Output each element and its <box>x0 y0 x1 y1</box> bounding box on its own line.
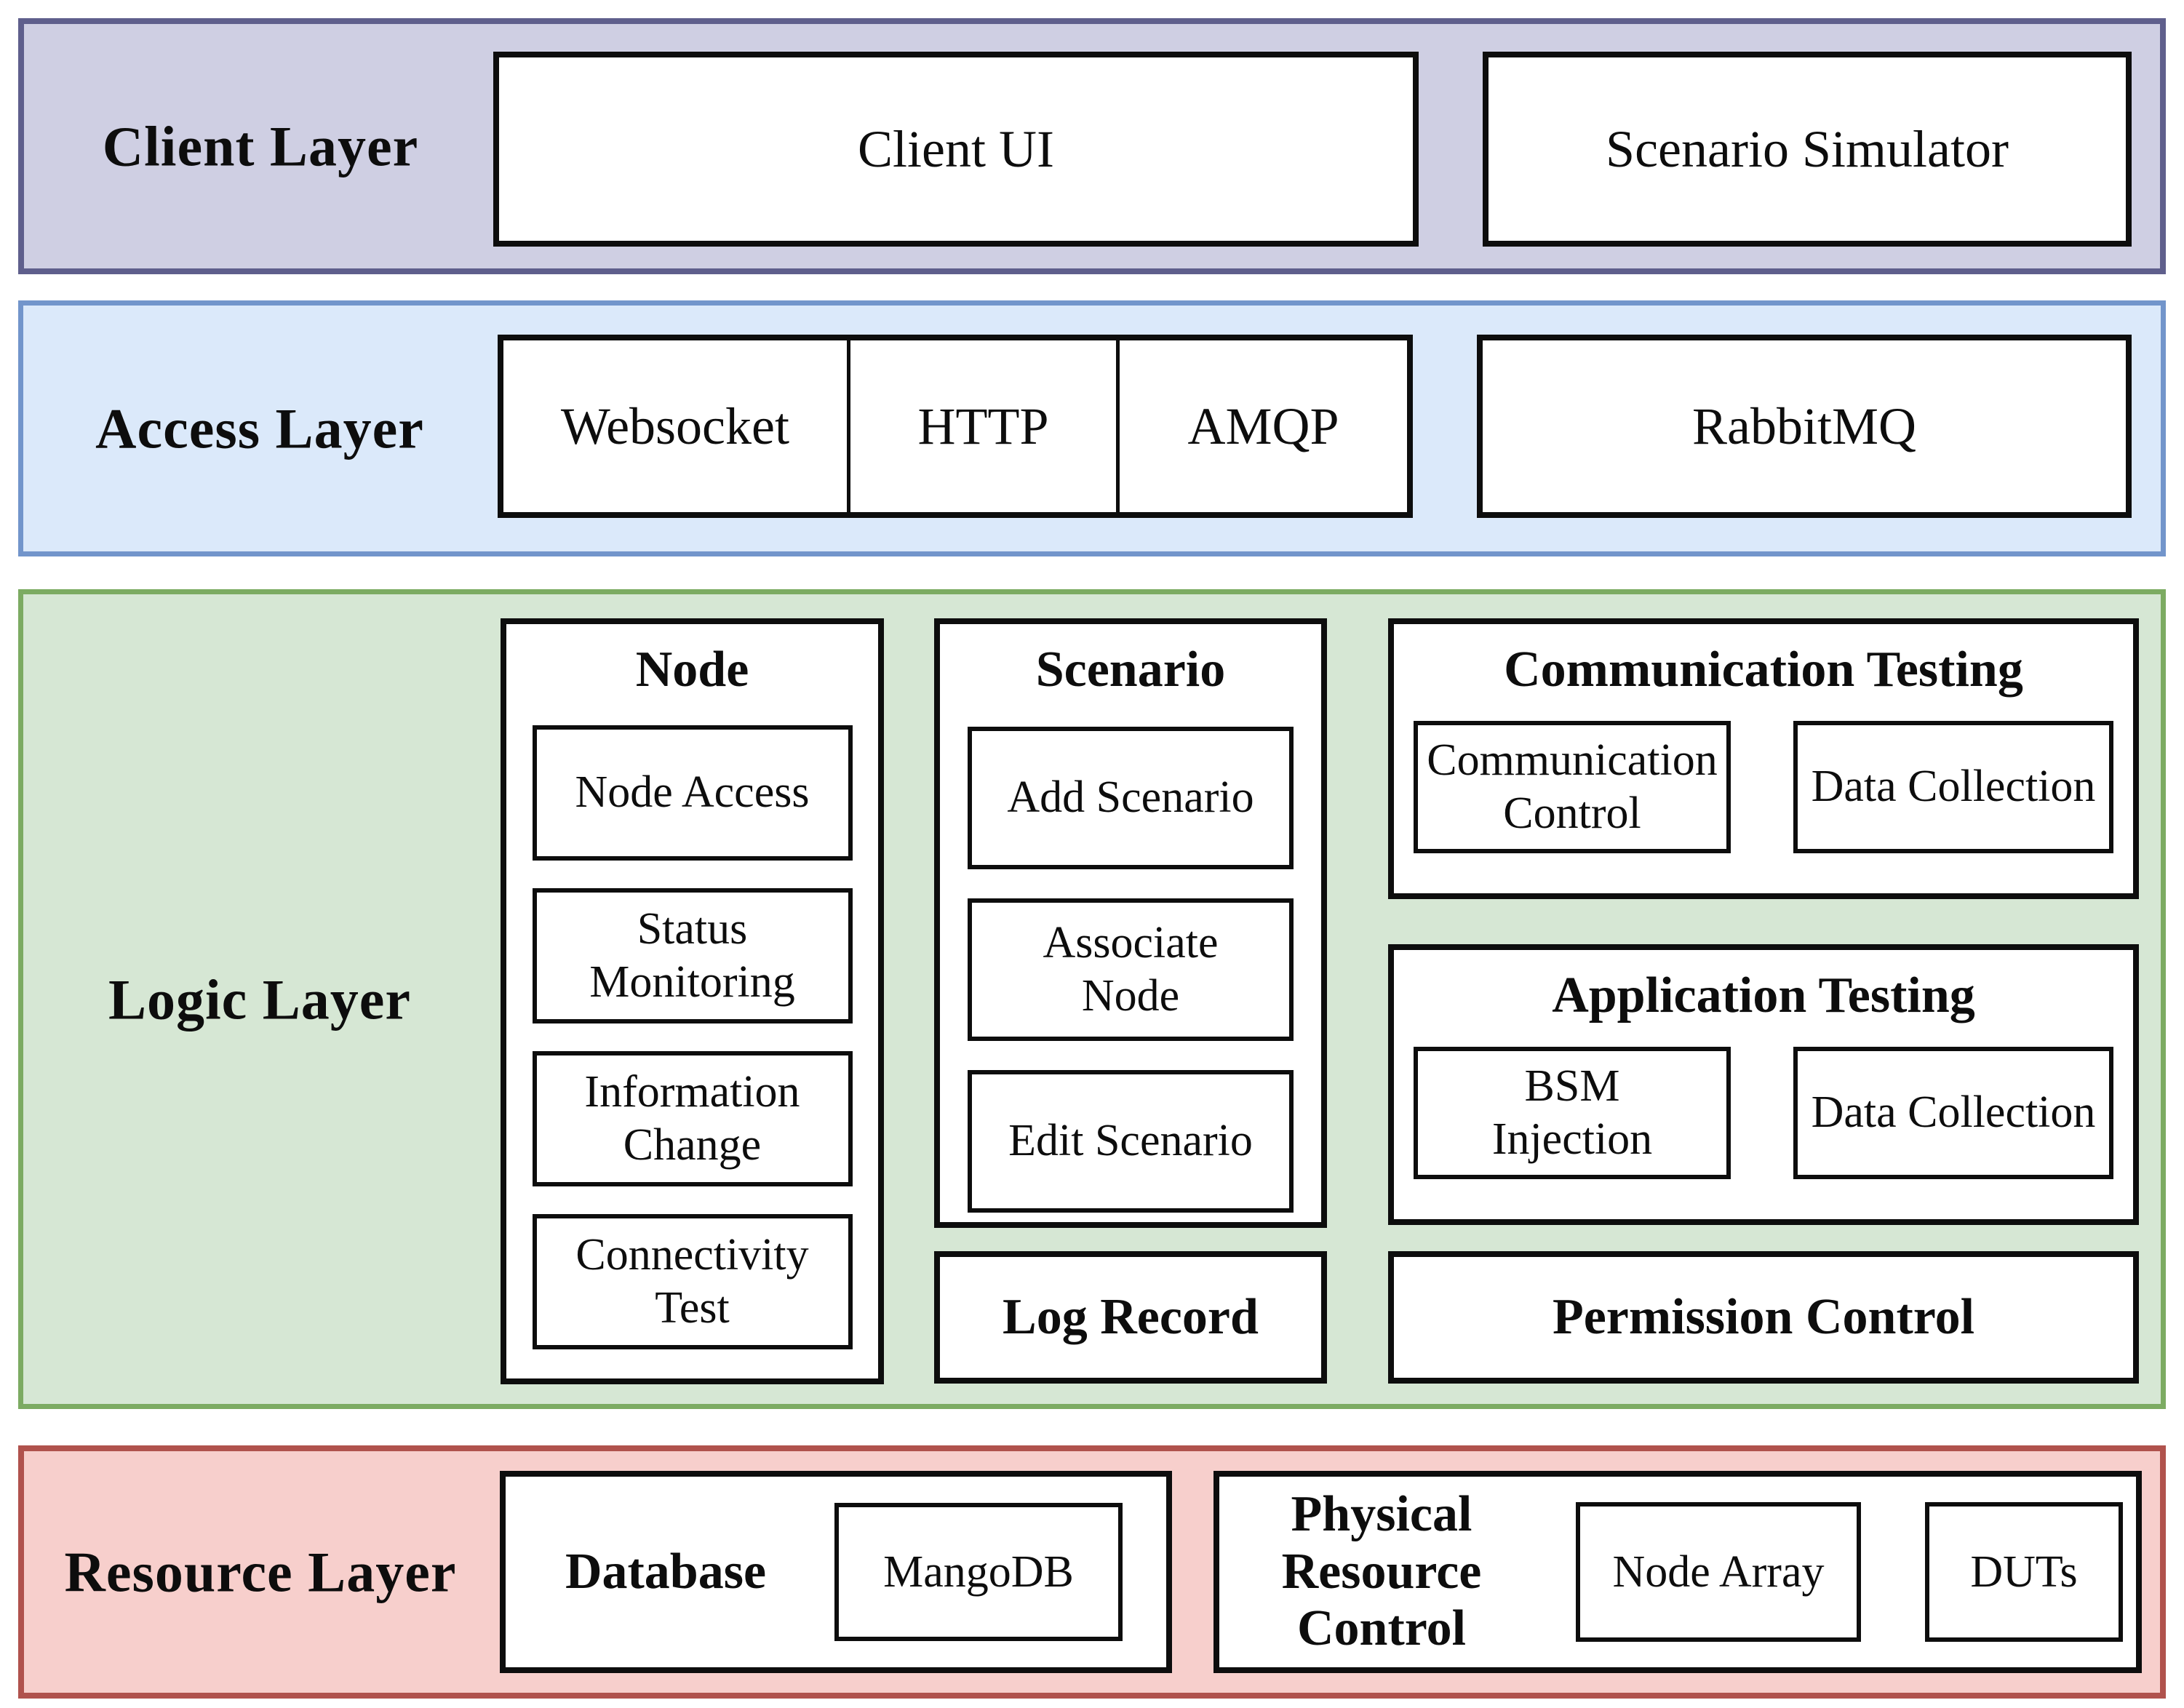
websocket-cell: Websocket <box>560 396 789 455</box>
rabbitmq-box: RabbitMQ <box>1477 335 2132 518</box>
client-ui-box: Client UI <box>493 52 1419 247</box>
comm-data-collection-box: Data Collection <box>1793 721 2113 853</box>
mangodb-box: MangoDB <box>834 1503 1123 1641</box>
physical-resource-control-title: Physical Resource Control <box>1281 1486 1482 1657</box>
edit-scenario-box: Edit Scenario <box>968 1070 1294 1213</box>
permission-control-box: Permission Control <box>1388 1251 2139 1384</box>
add-scenario-box: Add Scenario <box>968 727 1294 869</box>
database-group: Database MangoDB <box>500 1471 1172 1673</box>
scenario-group: Scenario Add Scenario Associate Node Edi… <box>934 618 1327 1228</box>
access-layer-label: Access Layer <box>95 396 424 460</box>
scenario-simulator-box: Scenario Simulator <box>1483 52 2132 247</box>
node-access-box: Node Access <box>532 725 853 861</box>
logic-layer-band: Logic Layer Node Node Access Status Moni… <box>18 589 2166 1409</box>
connectivity-test-box: Connectivity Test <box>532 1214 853 1349</box>
communication-control-box: Communication Control <box>1414 721 1731 853</box>
logic-layer-label: Logic Layer <box>108 967 412 1031</box>
duts-box: DUTs <box>1925 1502 2123 1642</box>
log-record-box: Log Record <box>934 1251 1327 1384</box>
resource-layer-label: Resource Layer <box>64 1540 457 1604</box>
rabbitmq-label: RabbitMQ <box>1691 396 1916 455</box>
node-group: Node Node Access Status Monitoring Infor… <box>501 618 884 1384</box>
node-group-title: Node <box>635 642 749 698</box>
client-ui-label: Client UI <box>858 119 1054 178</box>
communication-testing-row: Communication Control Data Collection <box>1394 721 2133 853</box>
physical-resource-control-group: Physical Resource Control Node Array DUT… <box>1213 1471 2142 1673</box>
database-group-title: Database <box>565 1543 767 1600</box>
access-layer-band: Access Layer Websocket HTTP AMQP RabbitM… <box>18 300 2166 556</box>
bsm-injection-box: BSM Injection <box>1414 1047 1731 1179</box>
scenario-simulator-label: Scenario Simulator <box>1606 119 2009 178</box>
client-layer-band: Client Layer Client UI Scenario Simulato… <box>18 18 2166 274</box>
log-record-label: Log Record <box>1003 1289 1259 1345</box>
information-change-box: Information Change <box>532 1051 853 1186</box>
app-data-collection-box: Data Collection <box>1793 1047 2113 1179</box>
associate-node-box: Associate Node <box>968 898 1294 1041</box>
amqp-cell: AMQP <box>1116 340 1407 512</box>
status-monitoring-box: Status Monitoring <box>532 888 853 1023</box>
communication-testing-group: Communication Testing Communication Cont… <box>1388 618 2139 899</box>
protocol-cells-group: Websocket HTTP AMQP <box>498 335 1413 518</box>
client-layer-label: Client Layer <box>102 114 419 178</box>
resource-layer-band: Resource Layer Database MangoDB Physical… <box>18 1445 2166 1699</box>
permission-control-label: Permission Control <box>1552 1289 1975 1345</box>
application-testing-row: BSM Injection Data Collection <box>1394 1047 2133 1179</box>
node-array-box: Node Array <box>1576 1502 1861 1642</box>
scenario-group-title: Scenario <box>1035 642 1226 698</box>
application-testing-title: Application Testing <box>1552 967 1975 1023</box>
application-testing-group: Application Testing BSM Injection Data C… <box>1388 944 2139 1225</box>
http-cell: HTTP <box>846 340 1116 512</box>
communication-testing-title: Communication Testing <box>1504 642 2023 698</box>
